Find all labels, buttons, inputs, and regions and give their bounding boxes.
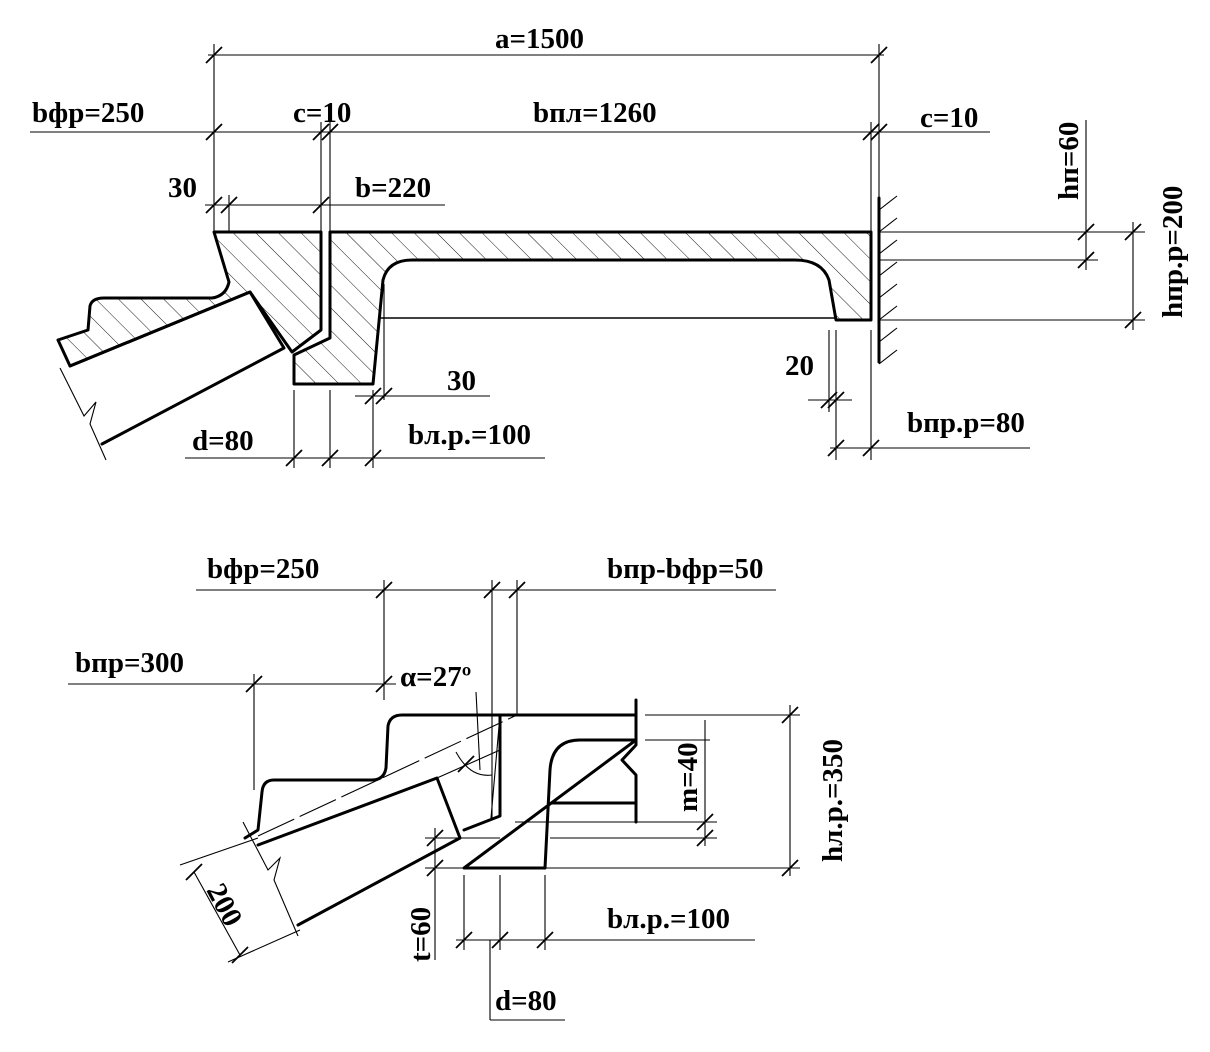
break-mark (59, 367, 107, 461)
label-20: 20 (785, 350, 814, 382)
label-a: a=1500 (495, 23, 584, 55)
bottom-detail-view: bфр=250 bпр-bфр=50 bпр=300 α=27º m=40 hл… (68, 553, 849, 1021)
label-t: t=60 (405, 907, 437, 962)
alpha-arc (455, 751, 493, 776)
break-mark-lower (242, 821, 299, 937)
landing-slab-section (292, 230, 873, 386)
label-c-left: c=10 (293, 97, 351, 129)
landing-rib-outline (462, 698, 638, 870)
label-h-p: hп=60 (1053, 122, 1085, 200)
label-d-lower: d=80 (495, 985, 557, 1017)
stair-steps-outline (243, 713, 519, 840)
label-200: 200 (200, 878, 249, 931)
stringer-body (68, 290, 286, 446)
label-h-pr-r: hпр.р=200 (1157, 186, 1189, 318)
label-b-pl: bпл=1260 (533, 97, 657, 129)
label-b-l-r-lower: bл.р.=100 (607, 903, 730, 935)
label-h-l-r: hл.р.=350 (817, 739, 849, 862)
label-alpha: α=27º (400, 661, 471, 693)
label-30-bottom: 30 (447, 365, 476, 397)
label-b-fr-lower: bфр=250 (207, 553, 319, 585)
label-b-l-r: bл.р.=100 (408, 419, 531, 451)
stair-slab-outline (256, 776, 462, 927)
label-b: b=220 (355, 172, 431, 204)
wall-hatch (877, 195, 898, 365)
label-b-pr-minus-b-fr: bпр-bфр=50 (607, 553, 763, 585)
label-m: m=40 (672, 742, 704, 812)
label-b-pr-r: bпр.р=80 (907, 407, 1025, 439)
label-c-right: c=10 (920, 102, 978, 134)
label-30-top: 30 (168, 172, 197, 204)
label-b-fr: bфр=250 (32, 97, 144, 129)
slab-top-line (257, 714, 518, 837)
label-d: d=80 (192, 425, 254, 457)
top-section-view: a=1500 bфр=250 c=10 bпл=1260 c=10 hп=60 … (30, 23, 1189, 468)
label-b-pr: bпр=300 (75, 647, 184, 679)
